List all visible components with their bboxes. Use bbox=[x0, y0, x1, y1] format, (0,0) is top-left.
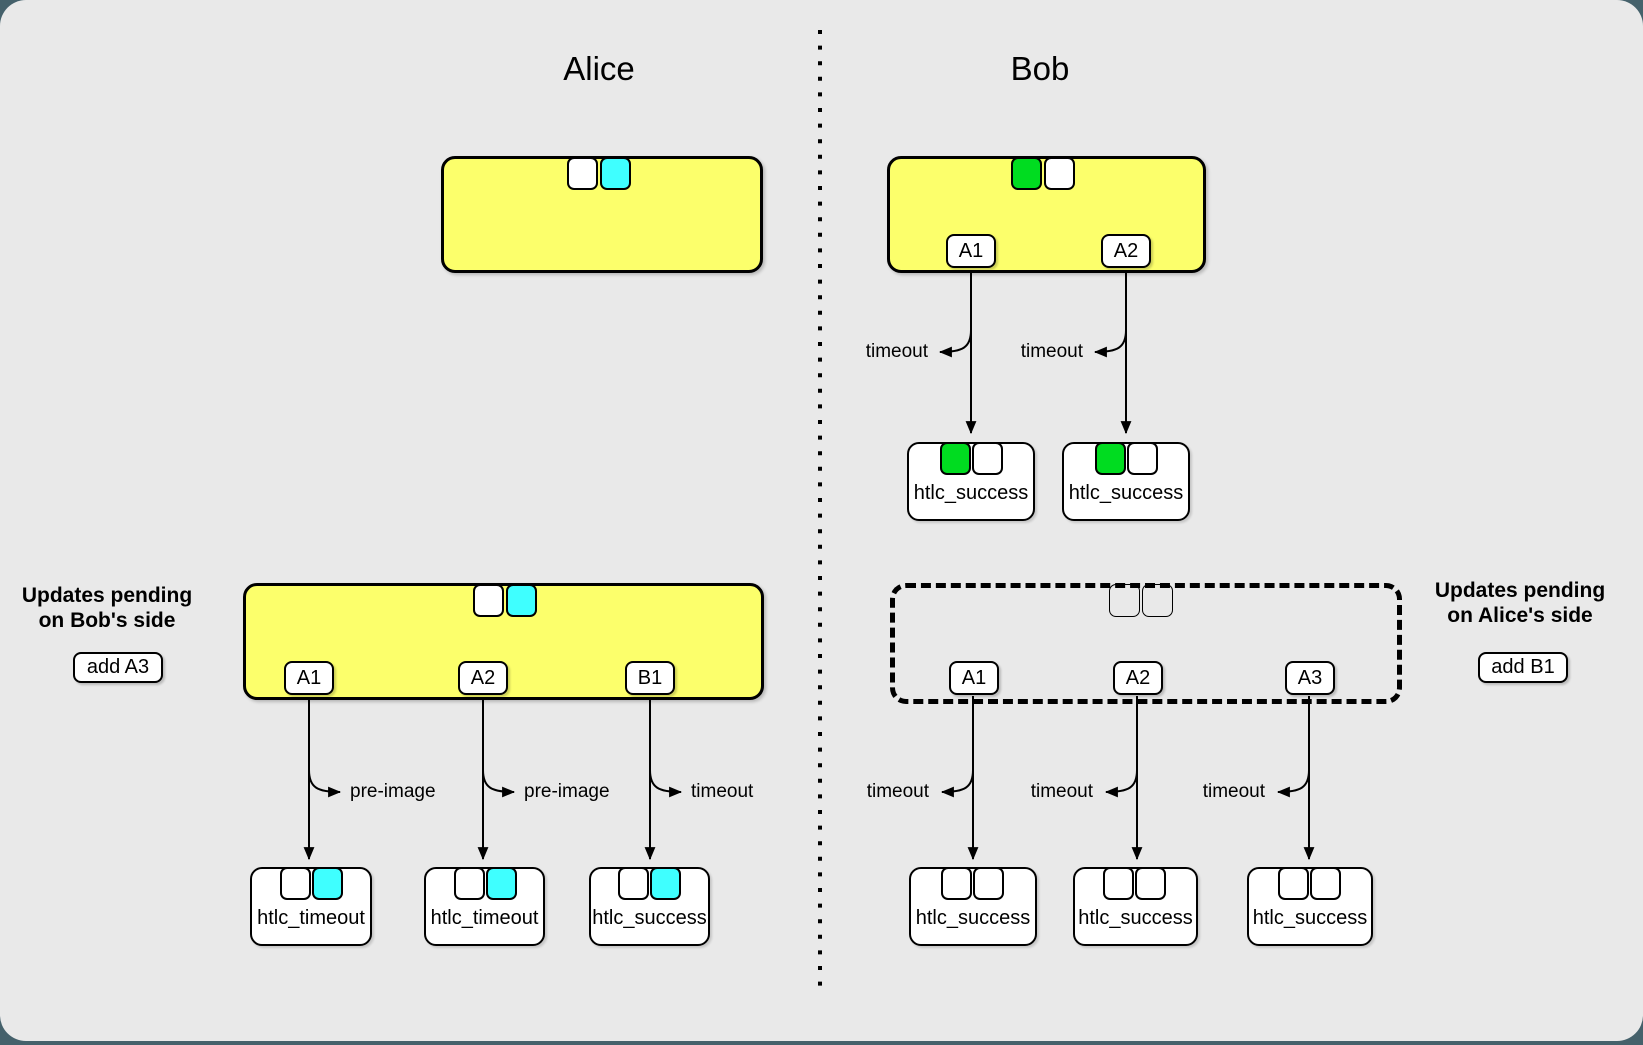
alice-current-commitment-box[interactable]: A1 A2 B1 bbox=[243, 583, 764, 700]
bob-pending-commitment-box[interactable]: A1 A2 A3 bbox=[890, 583, 1402, 704]
tx-label: htlc_success bbox=[913, 482, 1029, 504]
tx-label: htlc_success bbox=[1078, 907, 1193, 929]
tx-label: htlc_success bbox=[1252, 907, 1368, 929]
htlc-slot bbox=[1044, 157, 1075, 190]
bob-top-commitment-box[interactable]: A1 A2 bbox=[887, 156, 1206, 273]
claim-label-timeout: timeout bbox=[1030, 781, 1093, 802]
output-tab-a1[interactable]: A1 bbox=[284, 661, 334, 695]
htlc-slot bbox=[567, 157, 598, 190]
htlc-slot bbox=[1103, 867, 1134, 900]
htlc-slot bbox=[618, 867, 649, 900]
claim-label-timeout: timeout bbox=[1020, 341, 1083, 362]
output-tab-a1[interactable]: A1 bbox=[949, 661, 999, 695]
htlc-slot bbox=[1127, 442, 1158, 475]
htlc-slot bbox=[280, 867, 311, 900]
htlc-success-box[interactable]: htlc_success bbox=[1062, 442, 1190, 521]
output-tab-a3[interactable]: A3 bbox=[1285, 661, 1335, 695]
pending-note-line1: Updates pending bbox=[1434, 579, 1606, 602]
pending-note-line1: Updates pending bbox=[21, 584, 193, 607]
htlc-slot bbox=[600, 157, 631, 190]
claim-label-timeout: timeout bbox=[865, 341, 928, 362]
htlc-slot bbox=[454, 867, 485, 900]
tx-label: htlc_timeout bbox=[257, 907, 365, 929]
claim-label-timeout: timeout bbox=[691, 781, 754, 802]
pending-note-right: Updates pending on Alice's side bbox=[1410, 578, 1630, 628]
alice-top-commitment-box[interactable] bbox=[441, 156, 763, 273]
htlc-success-box[interactable]: htlc_success bbox=[589, 867, 710, 946]
htlc-slot bbox=[473, 584, 504, 617]
htlc-slot bbox=[312, 867, 343, 900]
tx-label: htlc_success bbox=[915, 907, 1031, 929]
htlc-slot bbox=[1278, 867, 1309, 900]
output-tab-a2[interactable]: A2 bbox=[1101, 234, 1151, 268]
pending-note-line2: on Bob's side bbox=[38, 609, 176, 632]
htlc-slot bbox=[973, 867, 1004, 900]
htlc-timeout-box[interactable]: htlc_timeout bbox=[424, 867, 545, 946]
htlc-slot bbox=[650, 867, 681, 900]
add-b1-button[interactable]: add B1 bbox=[1478, 652, 1568, 683]
tx-label: htlc_timeout bbox=[430, 907, 539, 929]
pending-note-line2: on Alice's side bbox=[1447, 604, 1593, 627]
htlc-slot bbox=[1011, 157, 1042, 190]
htlc-slot bbox=[940, 442, 971, 475]
column-title-alice: Alice bbox=[563, 50, 635, 87]
output-tab-a2[interactable]: A2 bbox=[458, 661, 508, 695]
htlc-slot bbox=[506, 584, 537, 617]
htlc-slot bbox=[1310, 867, 1341, 900]
htlc-slot bbox=[1142, 584, 1173, 617]
htlc-success-box[interactable]: htlc_success bbox=[907, 442, 1035, 521]
htlc-success-box[interactable]: htlc_success bbox=[1247, 867, 1373, 946]
claim-label-timeout: timeout bbox=[1202, 781, 1265, 802]
htlc-success-box[interactable]: htlc_success bbox=[1073, 867, 1198, 946]
htlc-slot bbox=[941, 867, 972, 900]
column-title-bob: Bob bbox=[1010, 50, 1070, 87]
output-tab-a2[interactable]: A2 bbox=[1113, 661, 1163, 695]
htlc-slot bbox=[486, 867, 517, 900]
htlc-timeout-box[interactable]: htlc_timeout bbox=[250, 867, 372, 946]
output-tab-b1[interactable]: B1 bbox=[625, 661, 675, 695]
htlc-slot bbox=[1095, 442, 1126, 475]
claim-label-timeout: timeout bbox=[866, 781, 929, 802]
claim-label-preimage: pre-image bbox=[524, 781, 610, 802]
htlc-slot bbox=[972, 442, 1003, 475]
add-a3-button[interactable]: add A3 bbox=[73, 652, 163, 683]
htlc-slot bbox=[1109, 584, 1140, 617]
htlc-slot bbox=[1135, 867, 1166, 900]
tx-label: htlc_success bbox=[1068, 482, 1184, 504]
tx-label: htlc_success bbox=[592, 907, 707, 929]
claim-label-preimage: pre-image bbox=[350, 781, 436, 802]
htlc-success-box[interactable]: htlc_success bbox=[909, 867, 1037, 946]
pending-note-left: Updates pending on Bob's side bbox=[0, 583, 217, 633]
output-tab-a1[interactable]: A1 bbox=[946, 234, 996, 268]
